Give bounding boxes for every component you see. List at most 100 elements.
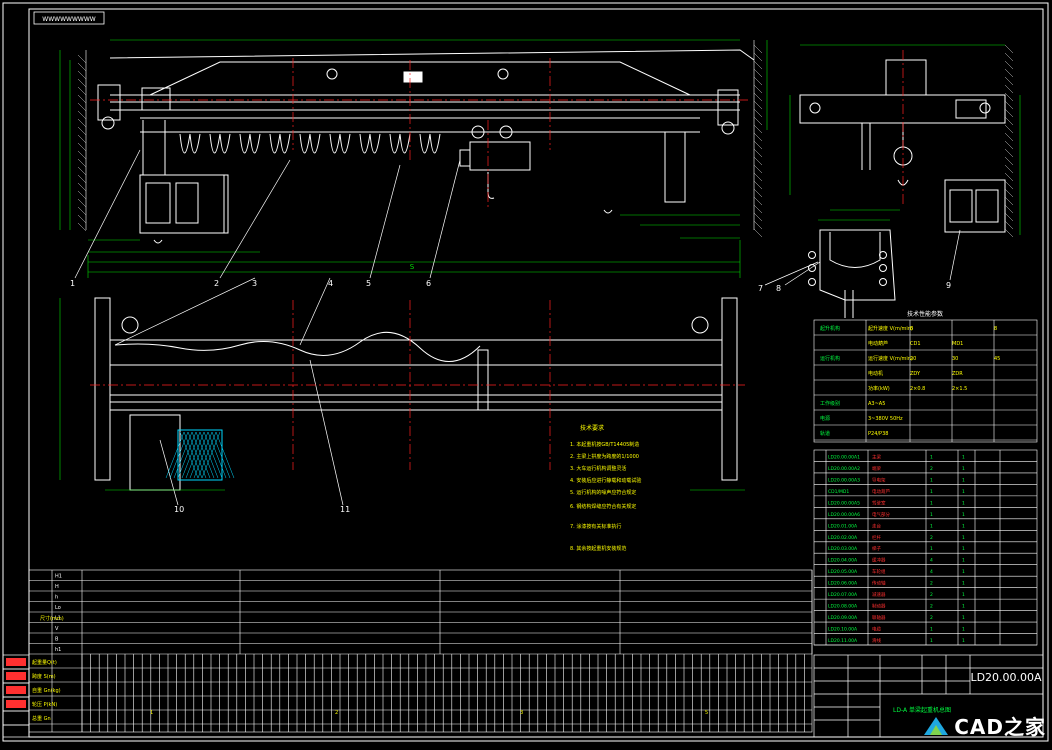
parts-cell: 车轮组 [872,568,886,575]
parts-cell: 1 [962,535,965,541]
parts-cell: 1 [962,546,965,552]
parts-cell: 1 [930,512,933,518]
dim-group-label: 5 [705,710,708,716]
hatch-line [77,54,87,64]
hatch-line [1004,116,1014,126]
hatch-line [77,174,87,184]
parts-cell: 1 [930,546,933,552]
parts-cell: 1 [962,581,965,587]
cab-hatch-line [193,431,213,479]
specs-cell: 8 [910,326,913,332]
note-line: 1. 本起重机按GB/T14405制造 [570,441,639,448]
hatch-line [753,196,763,206]
cab-hatch-line [173,431,193,479]
specs-cell: 20 [910,356,916,362]
callout-8: 8 [776,284,781,293]
dim-bottom-label: 自重 Gn(kg) [32,687,61,694]
parts-cell: CD1/MD1 [828,489,849,495]
hatch-line [77,222,87,232]
top-tab-label: WWWWWWWWW [42,16,95,23]
parts-cell: 1 [962,638,965,644]
hatch-line [753,44,763,54]
festoon-loop [419,133,441,154]
parts-cell: 减速器 [872,591,886,598]
parts-cell: 1 [962,569,965,575]
drawing-number: LD20.00.00A [970,671,1042,684]
parts-cell: LD20.01.00A [828,523,858,529]
hatch-line [1004,124,1014,134]
note-line: 4. 安装后应进行静载和动载试验 [570,477,641,484]
specs-cell: 30 [952,356,958,362]
hatch-line [1004,228,1014,238]
dim-bottom-label: 起重量Q(t) [32,659,57,666]
parts-cell: LD20.04.00A [828,558,858,564]
parts-cell: 1 [962,604,965,610]
dim-group-label: 3 [520,710,523,716]
parts-cell: 2 [930,581,933,587]
parts-cell: 1 [962,615,965,621]
hatch-line [753,132,763,142]
hatch-line [1004,212,1014,222]
parts-cell: 1 [962,500,965,506]
parts-cell: 4 [930,558,933,564]
hatch-line [1004,180,1014,190]
hatch-line [1004,172,1014,182]
section-detail [808,219,896,318]
hatch-line [753,100,763,110]
specs-cell: ZDR [952,371,963,377]
hatch-line [1004,108,1014,118]
specs-cell: 45 [994,356,1000,362]
parts-cell: LD20.00.00A2 [828,466,860,472]
cab-hatch-line [169,431,189,479]
parts-cell: LD20.06.00A [828,581,858,587]
dim-row-label: V [55,626,59,632]
parts-cell: 1 [930,523,933,529]
parts-cell: 1 [962,512,965,518]
plan-view [59,297,745,491]
parts-cell: 1 [962,466,965,472]
specs-row-label: 运行机构 [820,355,840,362]
cab-hatch-line [165,431,185,479]
dim-row-label: H1 [55,574,62,580]
title-block: LD20.00.00A LD-A 单梁起重机总图 [813,654,1044,738]
dim-row-label: h1 [55,647,61,653]
specs-cell: A3~A5 [868,401,885,407]
cab-hatch-line [185,431,205,479]
festoon-loop [359,133,381,154]
cab-hatch-line [195,431,215,479]
parts-cell: 1 [930,477,933,483]
parts-cell: 滑线 [872,637,881,644]
specs-cell: 电动机 [868,370,883,377]
parts-cell: 1 [930,627,933,633]
cad-logo-icon [924,716,949,735]
hatch-line [1004,132,1014,142]
front-elevation: S [59,39,768,278]
parts-cell: 电动葫芦 [872,488,890,495]
festoon-loop [329,133,351,154]
parts-cell: 1 [930,638,933,644]
hatch-line [753,52,763,62]
hatch-line [77,206,87,216]
parts-cell: LD20.08.00A [828,604,858,610]
parts-cell: 2 [930,615,933,621]
hatch-line [77,86,87,96]
parts-cell: 制动器 [872,603,886,610]
callout-leaders [74,149,961,506]
hatch-line [77,158,87,168]
callout-5: 5 [366,279,371,288]
note-line: 7. 涂漆按有关标准执行 [570,523,621,530]
parts-cell: 2 [930,592,933,598]
hatch-line [77,142,87,152]
hatch-line [1004,156,1014,166]
hatch-line [77,150,87,160]
cab-hatch-line [191,431,211,479]
parts-cell: LD20.09.00A [828,615,858,621]
callout-2: 2 [214,279,219,288]
note-line: 2. 主梁上拱度为跨度的1/1000 [570,453,639,460]
dimension-table [28,569,813,733]
hatch-line [1004,164,1014,174]
